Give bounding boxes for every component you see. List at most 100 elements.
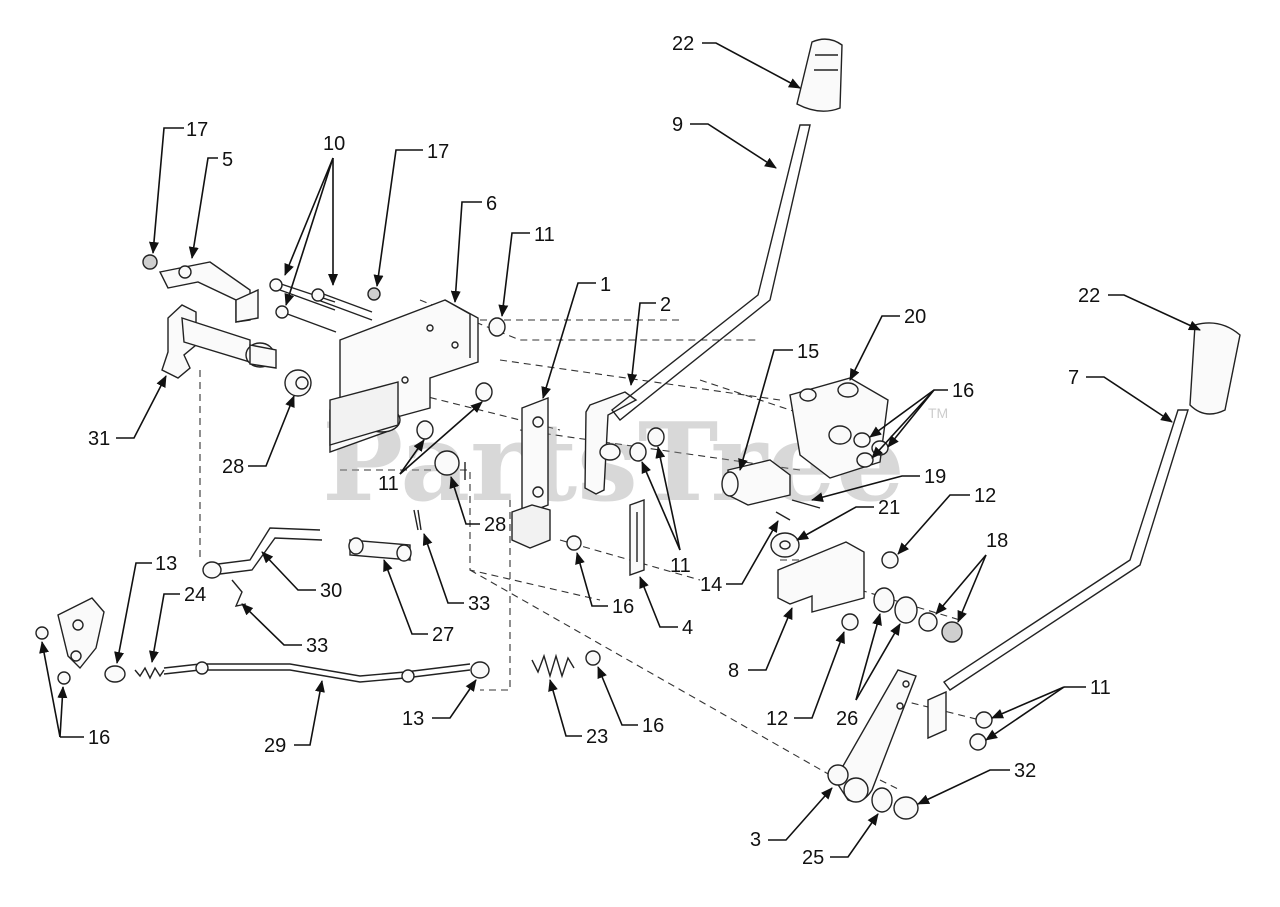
callout-27: 27 <box>383 559 454 646</box>
part-16-nuts-left <box>35 626 71 685</box>
svg-text:29: 29 <box>264 735 286 757</box>
callouts: 17 5 10 17 6 11 1 <box>39 33 1201 869</box>
part-7-long-lever <box>942 409 1189 691</box>
part-3-lever-arm <box>834 669 917 803</box>
part-7-lever-tab <box>927 690 947 740</box>
svg-text:33: 33 <box>306 635 328 657</box>
callout-16-valve: 16 <box>869 380 974 459</box>
part-32-nut <box>893 796 919 820</box>
part-23-spring <box>531 653 575 679</box>
callout-21: 21 <box>796 497 900 541</box>
callout-32: 32 <box>917 760 1036 805</box>
svg-text:11: 11 <box>378 473 399 495</box>
callout-15: 15 <box>738 341 819 471</box>
svg-text:25: 25 <box>802 847 824 869</box>
svg-text:13: 13 <box>402 708 424 730</box>
callout-17-right: 17 <box>373 141 449 287</box>
callout-33-clip: 33 <box>241 603 328 657</box>
callout-19: 19 <box>811 466 946 502</box>
part-13-ferrule-right <box>470 661 490 679</box>
svg-text:12: 12 <box>974 485 996 507</box>
callout-11-plate-low: 11 <box>378 401 483 495</box>
callout-22-right: 22 <box>1078 285 1201 331</box>
callout-5: 5 <box>188 149 233 259</box>
part-2-bracket <box>584 391 638 495</box>
callout-12-upper: 12 <box>897 485 996 555</box>
part-16-nut-rod <box>585 650 601 666</box>
part-16-nut-center <box>566 535 582 551</box>
svg-text:22: 22 <box>672 33 694 55</box>
part-24-spring-left <box>134 666 165 680</box>
callout-24: 24 <box>148 584 206 663</box>
svg-text:16: 16 <box>642 715 664 737</box>
svg-text:22: 22 <box>1078 285 1100 307</box>
callout-16-left: 16 <box>39 641 110 749</box>
svg-text:9: 9 <box>672 114 683 136</box>
svg-text:24: 24 <box>184 584 206 606</box>
part-11-nut-plate-top <box>488 317 506 337</box>
part-25-washer <box>871 787 893 813</box>
alignment-lines <box>199 299 981 791</box>
callout-13-left: 13 <box>114 553 177 664</box>
svg-text:11: 11 <box>670 555 691 577</box>
part-22-grip-top <box>796 38 843 112</box>
part-14-pin-small <box>775 511 791 521</box>
svg-text:28: 28 <box>484 514 506 536</box>
callout-8: 8 <box>728 607 793 682</box>
svg-text:11: 11 <box>1090 677 1111 699</box>
svg-text:11: 11 <box>534 224 555 246</box>
callout-18: 18 <box>935 530 1008 623</box>
svg-text:32: 32 <box>1014 760 1036 782</box>
callout-4: 4 <box>639 576 693 639</box>
callout-28-center: 28 <box>449 476 506 536</box>
part-3-bushing <box>827 764 849 786</box>
part-28-bushing <box>284 369 312 397</box>
svg-text:5: 5 <box>222 149 233 171</box>
callout-14: 14 <box>700 520 779 596</box>
svg-text:16: 16 <box>612 596 634 618</box>
svg-text:17: 17 <box>427 141 449 163</box>
svg-text:10: 10 <box>323 133 345 155</box>
part-28-bushing-center <box>434 450 466 480</box>
svg-text:30: 30 <box>320 580 342 602</box>
part-8-bracket <box>777 541 865 613</box>
callout-25: 25 <box>802 813 879 869</box>
svg-text:17: 17 <box>186 119 208 141</box>
part-33-clip-small <box>413 509 422 531</box>
svg-text:16: 16 <box>952 380 974 402</box>
svg-text:21: 21 <box>878 497 900 519</box>
svg-text:19: 19 <box>924 466 946 488</box>
svg-text:16: 16 <box>88 727 110 749</box>
callout-13-right: 13 <box>402 679 477 730</box>
callout-1: 1 <box>541 274 611 399</box>
part-17-screw-left <box>142 254 158 270</box>
part-19-pin <box>791 499 821 509</box>
part-11-nuts-right <box>969 711 993 751</box>
svg-text:28: 28 <box>222 456 244 478</box>
callout-20: 20 <box>849 306 926 381</box>
callout-7: 7 <box>1068 367 1173 423</box>
part-11-nut-plate-low <box>416 382 493 440</box>
part-4-slotted-bar <box>629 499 645 576</box>
callout-16-rod: 16 <box>597 666 664 737</box>
callout-2: 2 <box>627 294 671 386</box>
svg-text:26: 26 <box>836 708 858 730</box>
svg-text:TM: TM <box>928 405 948 421</box>
callout-9: 9 <box>672 114 777 169</box>
callout-11-right: 11 <box>985 677 1111 741</box>
svg-text:13: 13 <box>155 553 177 575</box>
part-13-ferrule-left <box>104 665 126 683</box>
callout-3: 3 <box>750 787 833 851</box>
svg-text:31: 31 <box>88 428 110 450</box>
svg-text:7: 7 <box>1068 367 1079 389</box>
part-12-bolt-lower <box>841 613 859 631</box>
callout-31: 31 <box>88 375 167 450</box>
svg-text:2: 2 <box>660 294 671 316</box>
part-6-mounting-plate <box>329 299 479 453</box>
callout-26: 26 <box>836 613 901 730</box>
svg-text:12: 12 <box>766 708 788 730</box>
part-27-turnbuckle <box>348 537 412 562</box>
callout-16-center: 16 <box>575 552 634 618</box>
svg-text:23: 23 <box>586 726 608 748</box>
part-left-bellcrank <box>57 597 105 670</box>
